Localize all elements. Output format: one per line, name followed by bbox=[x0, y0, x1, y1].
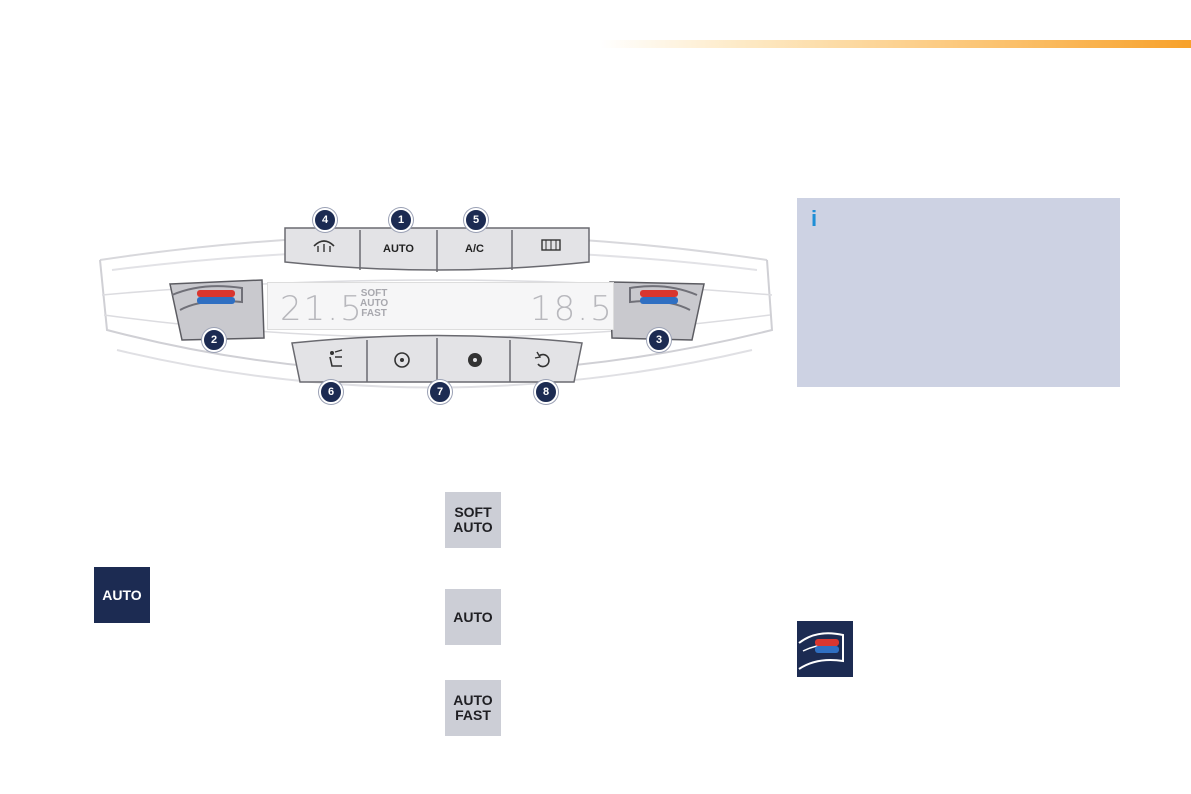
lcd-mode-soft: SOFT bbox=[360, 288, 388, 299]
panel-outline bbox=[99, 227, 774, 389]
info-box: i bbox=[797, 198, 1120, 387]
lcd-mode-fast: FAST bbox=[361, 308, 387, 319]
callout-badge-1: 1 bbox=[389, 208, 413, 232]
auto-button[interactable]: AUTO bbox=[383, 243, 414, 255]
lcd-left-temperature: 21.5 bbox=[280, 289, 364, 329]
lcd-mode-indicator: SOFT AUTO FAST bbox=[360, 289, 388, 319]
lcd-mode-auto: AUTO bbox=[360, 298, 389, 309]
auto-fast-icon-line1: AUTO bbox=[453, 692, 493, 708]
info-icon: i bbox=[811, 206, 818, 231]
callout-badge-4: 4 bbox=[313, 208, 337, 232]
callout-badge-5: 5 bbox=[464, 208, 488, 232]
auto-fast-icon-line2: FAST bbox=[455, 707, 491, 723]
callout-badge-8: 8 bbox=[534, 380, 558, 404]
callout-badge-2: 2 bbox=[202, 328, 226, 352]
soft-auto-icon: SOFT AUTO bbox=[445, 492, 501, 548]
air-distribution-button[interactable] bbox=[297, 342, 367, 380]
auto-icon: AUTO bbox=[445, 589, 501, 645]
callout-badge-6: 6 bbox=[319, 380, 343, 404]
auto-fast-icon: AUTO FAST bbox=[445, 680, 501, 736]
lcd-display: 21.5 SOFT AUTO FAST 18.5 bbox=[267, 282, 614, 330]
auto-mode-icon-label: AUTO bbox=[102, 586, 142, 603]
temperature-dial-icon bbox=[797, 621, 853, 677]
auto-icon-label: AUTO bbox=[453, 608, 493, 625]
front-demist-button[interactable] bbox=[285, 230, 360, 268]
climate-control-panel: 21.5 SOFT AUTO FAST 18.5 AUTO A/C 1 2 3 … bbox=[92, 200, 782, 415]
recirculation-icon bbox=[534, 351, 550, 368]
recirculation-button[interactable] bbox=[510, 342, 578, 380]
ac-button[interactable]: A/C bbox=[465, 243, 484, 255]
lcd-right-temperature: 18.5 bbox=[530, 289, 614, 329]
demist-icon bbox=[313, 240, 335, 252]
temperature-dial-graphic bbox=[798, 632, 844, 670]
rear-demist-button[interactable] bbox=[512, 230, 589, 268]
rear-demist-icon bbox=[541, 239, 561, 251]
auto-mode-icon: AUTO bbox=[94, 567, 150, 623]
fan-low-icon bbox=[394, 352, 410, 368]
fan-high-icon bbox=[468, 353, 482, 367]
air-distribution-icon bbox=[329, 349, 343, 367]
fan-increase-button[interactable] bbox=[437, 342, 510, 380]
callout-badge-7: 7 bbox=[428, 380, 452, 404]
fan-decrease-button[interactable] bbox=[367, 342, 437, 380]
callout-badge-3: 3 bbox=[647, 328, 671, 352]
soft-auto-icon-line1: SOFT bbox=[454, 504, 492, 520]
header-accent-bar bbox=[600, 40, 1191, 48]
soft-auto-icon-line2: AUTO bbox=[453, 519, 493, 535]
